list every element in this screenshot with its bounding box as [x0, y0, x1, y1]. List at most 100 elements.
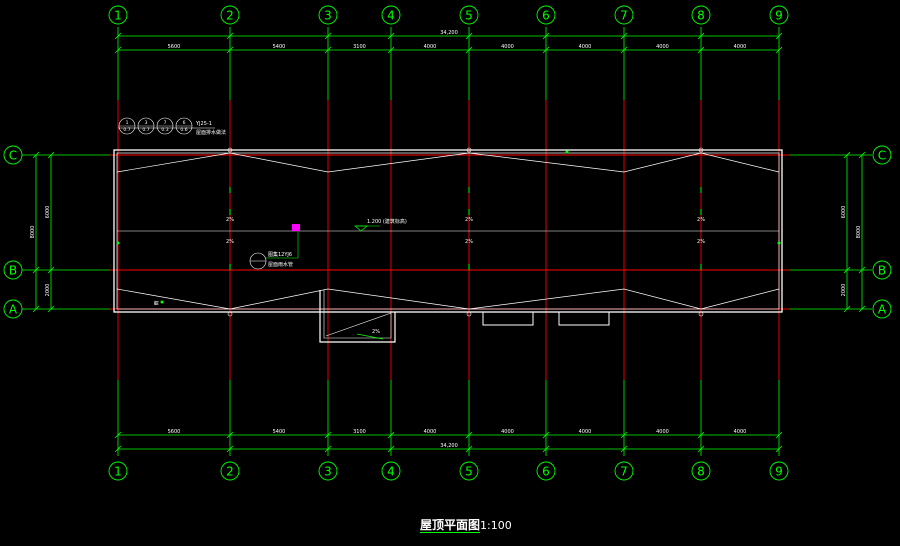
roof-access-hatch — [292, 224, 300, 231]
small-label: 雨 — [154, 300, 160, 305]
detail-reference-group: YJ25-1 屋面排水做法 10.730.770.360.6 — [118, 117, 226, 136]
gutter-ref: 图集12YJ6 — [268, 251, 292, 258]
axis-label-2: 2 — [226, 9, 234, 23]
dim-tick — [697, 445, 705, 453]
dim-tick — [465, 32, 473, 40]
dim-tick — [843, 151, 851, 159]
dim-row-inner-text: 6000 — [45, 206, 51, 219]
axis-label-4: 4 — [387, 9, 395, 23]
dim-tick — [858, 266, 866, 274]
dim-tick — [47, 305, 55, 313]
slope-label: 2% — [697, 217, 705, 223]
axis-label-5: 5 — [465, 9, 473, 23]
axis-label-6: 6 — [542, 9, 550, 23]
dim-tick — [697, 46, 705, 54]
dim-tick — [32, 266, 40, 274]
axis-label-5: 5 — [465, 465, 473, 479]
axis-label-3: 3 — [324, 465, 332, 479]
detail-circle-sheet: 0.7 — [142, 127, 149, 133]
axis-bubble-top — [691, 5, 711, 25]
dim-tick — [387, 46, 395, 54]
dim-tick — [226, 46, 234, 54]
ridge-note: 1.200 (建筑标高) — [367, 218, 407, 225]
drainage-slope-bottom — [116, 288, 780, 310]
slope-label: 2% — [226, 217, 234, 223]
axis-bubble-right — [872, 260, 892, 280]
axis-label-6: 6 — [542, 465, 550, 479]
slope-arrow — [356, 333, 384, 340]
detail-circle-sheet: 0.6 — [180, 127, 187, 133]
outlet-box-2 — [558, 312, 610, 326]
axis-bubble-left — [3, 145, 23, 165]
detail-circle-num: 1 — [126, 120, 129, 126]
elevation-marker: 1.200 (建筑标高) — [354, 218, 407, 232]
axis-label-A: A — [9, 303, 18, 317]
dim-bay-text: 5400 — [273, 429, 286, 435]
slope-label-stair: 2% — [372, 329, 380, 335]
dim-bay-text: 4000 — [656, 429, 669, 435]
dimension-lines — [22, 27, 872, 456]
dim-tick — [47, 151, 55, 159]
axis-bubble-bottom — [220, 461, 240, 481]
drawing-scale: 1:100 — [480, 519, 512, 532]
axis-bubble-right — [872, 299, 892, 319]
dim-row-inner-text: 2000 — [841, 284, 847, 297]
slope-label: 2% — [465, 217, 473, 223]
dim-tick — [542, 46, 550, 54]
stair-slope-line — [325, 312, 392, 337]
axis-bubble-top — [769, 5, 789, 25]
dim-tick — [775, 32, 783, 40]
outlet-box-1 — [482, 312, 534, 326]
axis-bubble-left — [3, 260, 23, 280]
dim-tick — [226, 431, 234, 439]
axis-bubble-top — [459, 5, 479, 25]
detail-circle-sheet: 0.3 — [161, 127, 168, 133]
dim-bay-text: 4000 — [734, 44, 747, 50]
dim-bay-text: 4000 — [656, 44, 669, 50]
dim-tick — [47, 266, 55, 274]
dim-tick — [226, 445, 234, 453]
axis-label-4: 4 — [387, 465, 395, 479]
axis-label-7: 7 — [620, 9, 628, 23]
dim-tick — [542, 32, 550, 40]
dim-tick — [387, 431, 395, 439]
dim-tick — [465, 445, 473, 453]
column-node — [466, 311, 472, 317]
dim-tick — [620, 431, 628, 439]
axis-label-9: 9 — [775, 9, 783, 23]
building-outline — [113, 149, 783, 343]
axis-bubble-bottom — [691, 461, 711, 481]
axis-label-9: 9 — [775, 465, 783, 479]
dim-tick — [843, 305, 851, 313]
rainwater-outlet — [116, 241, 120, 245]
dim-tick — [697, 32, 705, 40]
detail-circle-num: 3 — [145, 120, 148, 126]
gutter-note-group: 图集12YJ6 屋面雨水管 — [249, 232, 299, 270]
dim-tick — [324, 431, 332, 439]
detail-ref-top: YJ25-1 — [195, 121, 212, 127]
axis-label-C: C — [9, 149, 17, 163]
axis-label-1: 1 — [114, 465, 122, 479]
dim-tick — [387, 445, 395, 453]
column-node — [466, 147, 472, 153]
axis-label-3: 3 — [324, 9, 332, 23]
dim-tick — [114, 445, 122, 453]
dim-bay-text: 4000 — [579, 44, 592, 50]
axis-bubble-top — [381, 5, 401, 25]
dim-row-outer-text: 8000 — [856, 226, 862, 239]
dim-tick — [620, 32, 628, 40]
column-node — [698, 311, 704, 317]
title-underline — [420, 532, 480, 533]
dim-tick — [324, 445, 332, 453]
dim-tick — [324, 32, 332, 40]
dim-bay-text: 3100 — [353, 429, 366, 435]
axis-bubble-bottom — [614, 461, 634, 481]
stair-projection-inner — [323, 290, 392, 339]
axis-label-8: 8 — [697, 465, 705, 479]
dim-tick — [226, 32, 234, 40]
dim-bay-text: 4000 — [424, 44, 437, 50]
detail-circle-num: 6 — [183, 120, 186, 126]
